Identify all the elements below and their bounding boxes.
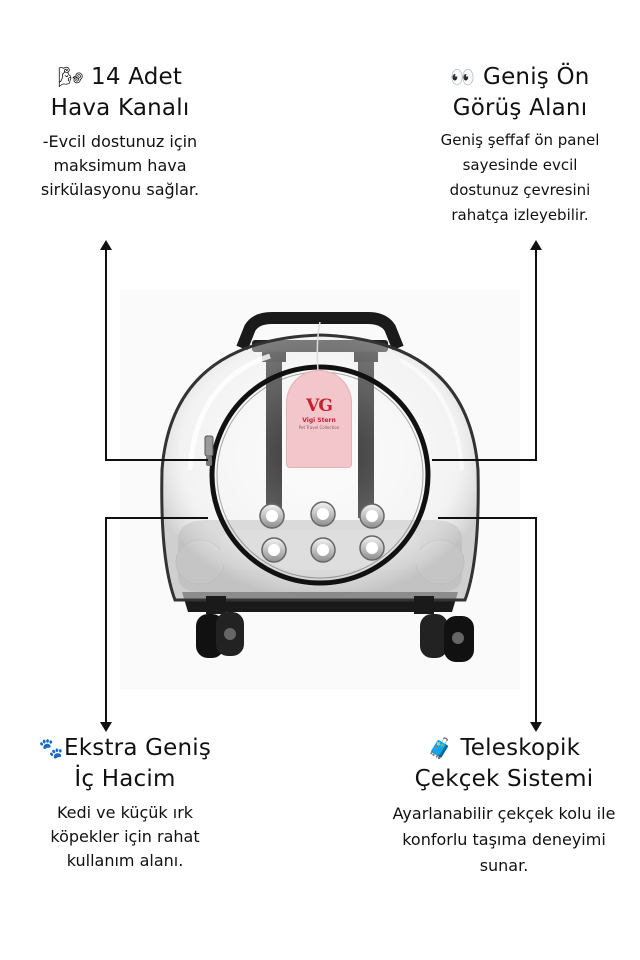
arrow-down-bottom-left	[100, 722, 112, 732]
brand-subtitle: Pet Travel Collection	[298, 425, 340, 430]
feature-description: Ayarlanabilir çekçek kolu ile konforlu t…	[392, 804, 616, 875]
paw-prints-icon: 🐾	[38, 736, 65, 760]
arrow-down-bottom-right	[530, 722, 542, 732]
product-hang-tag: VG Vigi Stern Pet Travel Collection	[286, 370, 352, 468]
feature-title: 🧳 Teleskopik Çekçek Sistemi	[414, 735, 594, 792]
wind-icon: 🌬	[57, 65, 84, 89]
feature-description: -Evcil dostunuz için maksimum hava sirkü…	[40, 132, 200, 199]
brand-name: Vigi Stern	[302, 417, 336, 424]
feature-description: Geniş şeffaf ön panel sayesinde evcil do…	[440, 131, 600, 224]
zipper	[204, 435, 214, 466]
callout-line-top-left	[105, 248, 208, 461]
brand-logo: VG	[306, 396, 333, 416]
air-vents	[259, 501, 385, 563]
feature-description: Kedi ve küçük ırk köpekler için rahat ku…	[50, 803, 200, 870]
feature-air-channels: 🌬 14 Adet Hava Kanalı -Evcil dostunuz iç…	[20, 62, 220, 202]
eyes-icon: 👀	[450, 65, 476, 89]
feature-title: 🐾Ekstra Geniş İç Hacim	[38, 735, 212, 792]
feature-front-view: 👀 Geniş Ön Görüş Alanı Geniş şeffaf ön p…	[400, 62, 640, 228]
feature-telescopic-trolley: 🧳 Teleskopik Çekçek Sistemi Ayarlanabili…	[368, 733, 640, 879]
feature-interior-volume: 🐾Ekstra Geniş İç Hacim Kedi ve küçük ırk…	[10, 733, 240, 873]
feature-title: 👀 Geniş Ön Görüş Alanı	[450, 64, 590, 121]
wheels	[196, 596, 474, 662]
feature-title: 🌬 14 Adet Hava Kanalı	[50, 64, 190, 121]
callout-line-bottom-left	[105, 517, 208, 724]
callout-line-top-right	[432, 248, 537, 461]
luggage-icon: 🧳	[427, 736, 453, 760]
arrow-up-top-left	[100, 240, 112, 250]
callout-line-bottom-right	[438, 517, 537, 724]
arrow-up-top-right	[530, 240, 542, 250]
